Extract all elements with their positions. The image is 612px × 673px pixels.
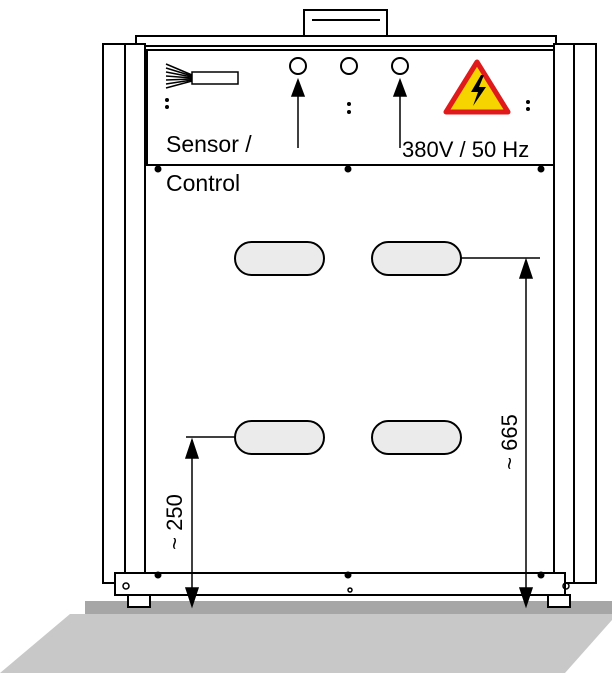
cable-port-3	[391, 57, 409, 75]
cable-port-2	[340, 57, 358, 75]
floor-shadow	[0, 614, 612, 673]
left-post-inner	[124, 43, 146, 584]
top-handle	[303, 9, 388, 37]
left-post-outer	[102, 43, 126, 584]
right-post-inner	[553, 43, 575, 584]
top-lid	[135, 35, 557, 47]
dimension-665-label: ~ 665	[497, 414, 522, 470]
dimension-250	[184, 436, 235, 609]
left-foot	[127, 594, 151, 608]
opening-bottom-left	[234, 420, 325, 455]
sensor-label-line2: Control	[166, 170, 240, 196]
opening-bottom-right	[371, 420, 462, 455]
opening-top-right	[371, 241, 462, 276]
sensor-label-line1: Sensor /	[166, 131, 252, 157]
cable-port-1	[289, 57, 307, 75]
main-panel	[144, 164, 555, 580]
dimension-665	[461, 257, 540, 609]
floor	[85, 601, 612, 614]
dimension-250-label: ~ 250	[162, 494, 187, 550]
high-voltage-warning-icon	[443, 59, 511, 115]
cable-bundle-icon	[165, 63, 239, 89]
opening-top-left	[234, 241, 325, 276]
power-label: 380V / 50 Hz	[402, 137, 529, 162]
base-frame	[114, 572, 566, 596]
right-foot	[547, 594, 571, 608]
right-post-outer	[573, 43, 597, 584]
